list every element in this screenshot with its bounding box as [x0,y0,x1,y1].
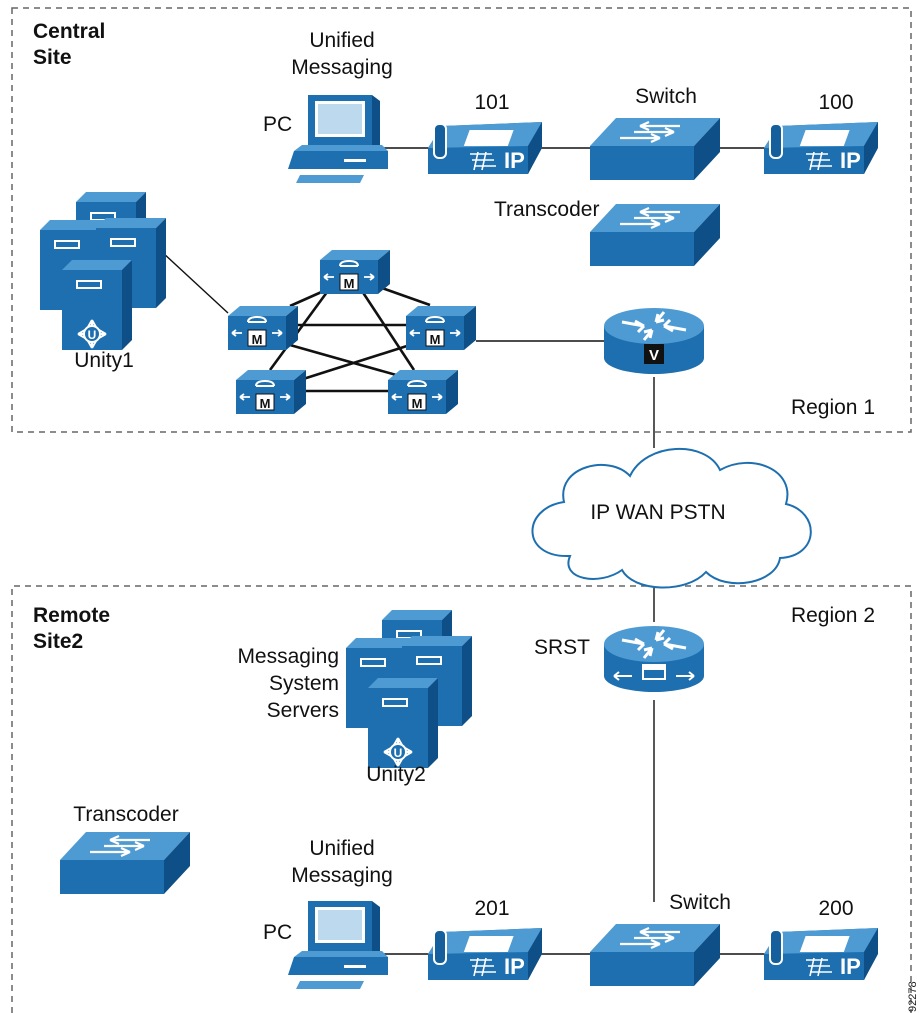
svg-text:V: V [649,347,659,364]
messaging-servers-label-line2: System [269,672,339,695]
phone-101-icon[interactable]: IP [427,121,543,175]
messaging-servers-label-line1: Messaging [237,645,339,668]
phone-201-icon[interactable]: IP [427,927,543,981]
remote-pc-label: PC [263,921,292,944]
remote-um-label-line1: Unified [309,837,374,860]
unity2-label: Unity2 [366,763,426,786]
svg-text:IP: IP [504,954,525,979]
phone-201-label: 201 [474,897,509,920]
svg-text:M: M [252,332,263,347]
srst-label: SRST [534,636,590,659]
central-transcoder-label: Transcoder [494,198,599,221]
svg-text:IP: IP [840,148,861,173]
wan-label: IP WAN PSTN [590,501,725,524]
unity1-server-icon[interactable] [40,192,166,350]
region-1-label: Region 1 [791,396,875,419]
central-switch-icon[interactable] [588,116,722,182]
connection-lines [161,147,770,955]
svg-text:IP: IP [504,148,525,173]
central-switch-label: Switch [635,85,697,108]
unity1-label: Unity1 [74,349,134,372]
callmanager-right-icon[interactable]: M [405,305,477,351]
messaging-servers-label-line3: Servers [267,699,339,722]
remote-um-label-line2: Messaging [291,864,393,887]
callmanager-left-icon[interactable]: M [227,305,299,351]
srst-router-icon[interactable] [602,624,706,694]
svg-text:M: M [412,396,423,411]
svg-text:M: M [430,332,441,347]
callmanager-bottom-left-icon[interactable]: M [235,369,307,415]
central-site-title-line2: Site [33,46,72,69]
remote-switch-label: Switch [669,891,731,914]
remote-switch-icon[interactable] [588,922,722,988]
callmanager-top-icon[interactable]: M [319,249,391,295]
central-transcoder-icon[interactable] [588,202,722,268]
region-2-label: Region 2 [791,604,875,627]
svg-text:M: M [344,276,355,291]
phone-100-label: 100 [818,91,853,114]
remote-site-title-line2: Site2 [33,630,83,653]
phone-100-icon[interactable]: IP [763,121,879,175]
figure-id: 92278 [907,981,919,1012]
phone-200-icon[interactable]: IP [763,927,879,981]
central-um-label-line1: Unified [309,29,374,52]
central-pc-icon[interactable] [288,95,388,183]
phone-200-label: 200 [818,897,853,920]
remote-site-border [11,585,912,1013]
remote-site-title-line1: Remote [33,604,110,627]
remote-transcoder-label: Transcoder [73,803,178,826]
central-um-label-line2: Messaging [291,56,393,79]
remote-transcoder-icon[interactable] [58,830,192,896]
central-site-title-line1: Central [33,20,105,43]
remote-pc-icon[interactable] [288,901,388,989]
svg-text:IP: IP [840,954,861,979]
central-pc-label: PC [263,113,292,136]
cluster-mesh-lines [268,286,431,393]
phone-101-label: 101 [474,91,509,114]
unity2-server-icon[interactable] [346,610,472,768]
callmanager-bottom-right-icon[interactable]: M [387,369,459,415]
voice-gateway-router-icon[interactable]: V [602,306,706,376]
svg-text:M: M [260,396,271,411]
central-site-border [11,7,912,433]
